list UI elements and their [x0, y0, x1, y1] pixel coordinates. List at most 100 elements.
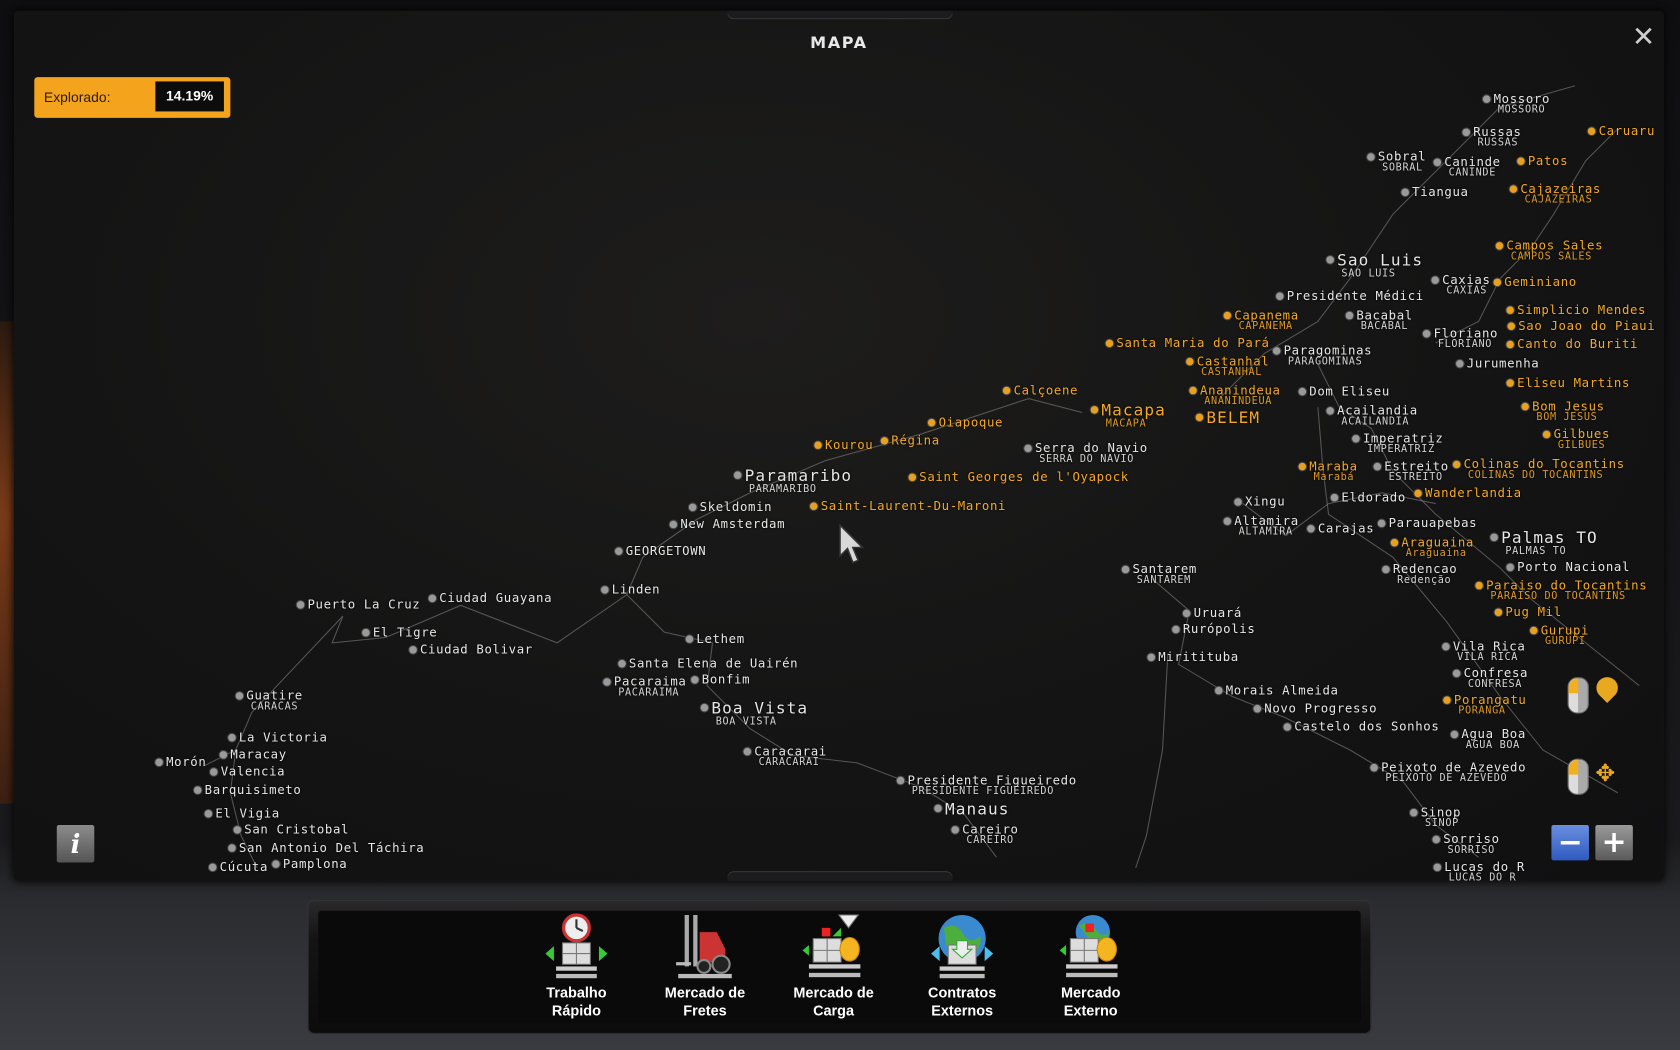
city-label[interactable]: BELEM [1195, 410, 1260, 426]
city-label[interactable]: Porto Nacional [1506, 560, 1630, 573]
city-label[interactable]: Pug Mil [1494, 605, 1562, 618]
city-label[interactable]: Calçoene [1002, 384, 1078, 396]
city-label[interactable]: Kourou [814, 438, 873, 451]
city-label[interactable]: Oiapoque [927, 416, 1003, 429]
city-label[interactable]: Cúcuta [208, 860, 268, 873]
city-label[interactable]: Parauapebas [1377, 516, 1477, 529]
city-label[interactable]: Uruará [1182, 606, 1242, 619]
city-label[interactable]: Castelo dos Sonhos [1283, 720, 1440, 733]
city-label[interactable]: Maracay [219, 748, 287, 761]
city-label[interactable]: GEORGETOWN [615, 544, 706, 557]
city-label[interactable]: Novo Progresso [1253, 702, 1378, 715]
close-icon[interactable]: ✕ [1631, 21, 1656, 54]
city-label[interactable]: Barquisimeto [193, 783, 301, 796]
city-label[interactable]: Saint Georges de l'Oyapock [908, 470, 1129, 483]
city-label[interactable]: Saint-Laurent-Du-Maroni [810, 499, 1006, 512]
city-label[interactable]: Morón [155, 755, 206, 768]
city-label[interactable]: Rurópolis [1172, 623, 1255, 635]
city-label[interactable]: Morais Almeida [1215, 684, 1339, 696]
city-label[interactable]: Eliseu Martins [1506, 376, 1630, 389]
city-label[interactable]: Lethem [685, 632, 745, 645]
city-label[interactable]: Simplicio Mendes [1506, 303, 1646, 316]
city-label[interactable]: Wanderlandia [1414, 486, 1521, 499]
city-label[interactable]: Patos [1517, 154, 1568, 167]
city-label[interactable]: Santa Maria do Pará [1105, 336, 1270, 349]
city-label[interactable]: Valencia [210, 765, 285, 778]
city-label[interactable]: Geminiano [1493, 275, 1577, 288]
city-label[interactable]: Jurumenha [1456, 357, 1539, 370]
city-label[interactable]: Presidente Médici [1276, 289, 1424, 302]
city-label[interactable]: Carajas [1307, 522, 1374, 535]
city-label[interactable]: Ciudad Guayana [428, 591, 553, 604]
city-label[interactable]: Eldorado [1330, 491, 1406, 504]
city-label[interactable]: El Vigia [204, 807, 280, 820]
city-label[interactable]: Miritituba [1147, 650, 1239, 663]
city-label[interactable]: La Victoria [228, 731, 327, 744]
city-label[interactable]: New Amsterdam [669, 518, 786, 530]
city-label[interactable]: Santa Elena de Uairén [618, 657, 798, 670]
zoom-in-button[interactable]: + [1595, 825, 1633, 861]
city-label[interactable]: Skeldomin [688, 500, 772, 513]
city-label[interactable]: Bonfim [691, 673, 750, 686]
city-label[interactable]: Caruaru [1587, 124, 1655, 137]
city-label[interactable]: Xingu [1234, 495, 1285, 508]
city-label[interactable]: Manaus [934, 801, 1009, 817]
city-label[interactable]: San Antonio Del Táchira [228, 841, 424, 854]
city-label[interactable]: Canto do Buriti [1506, 338, 1638, 350]
city-label[interactable]: San Cristobal [233, 823, 350, 836]
city-label[interactable]: Pamplona [272, 857, 347, 870]
city-label[interactable]: Puerto La Cruz [296, 598, 421, 611]
info-button[interactable]: i [56, 825, 95, 863]
city-label[interactable]: Régina [880, 434, 940, 447]
city-label[interactable]: Ciudad Bolivar [409, 643, 533, 656]
zoom-out-button[interactable]: − [1551, 825, 1589, 861]
city-label[interactable]: Linden [601, 583, 660, 596]
